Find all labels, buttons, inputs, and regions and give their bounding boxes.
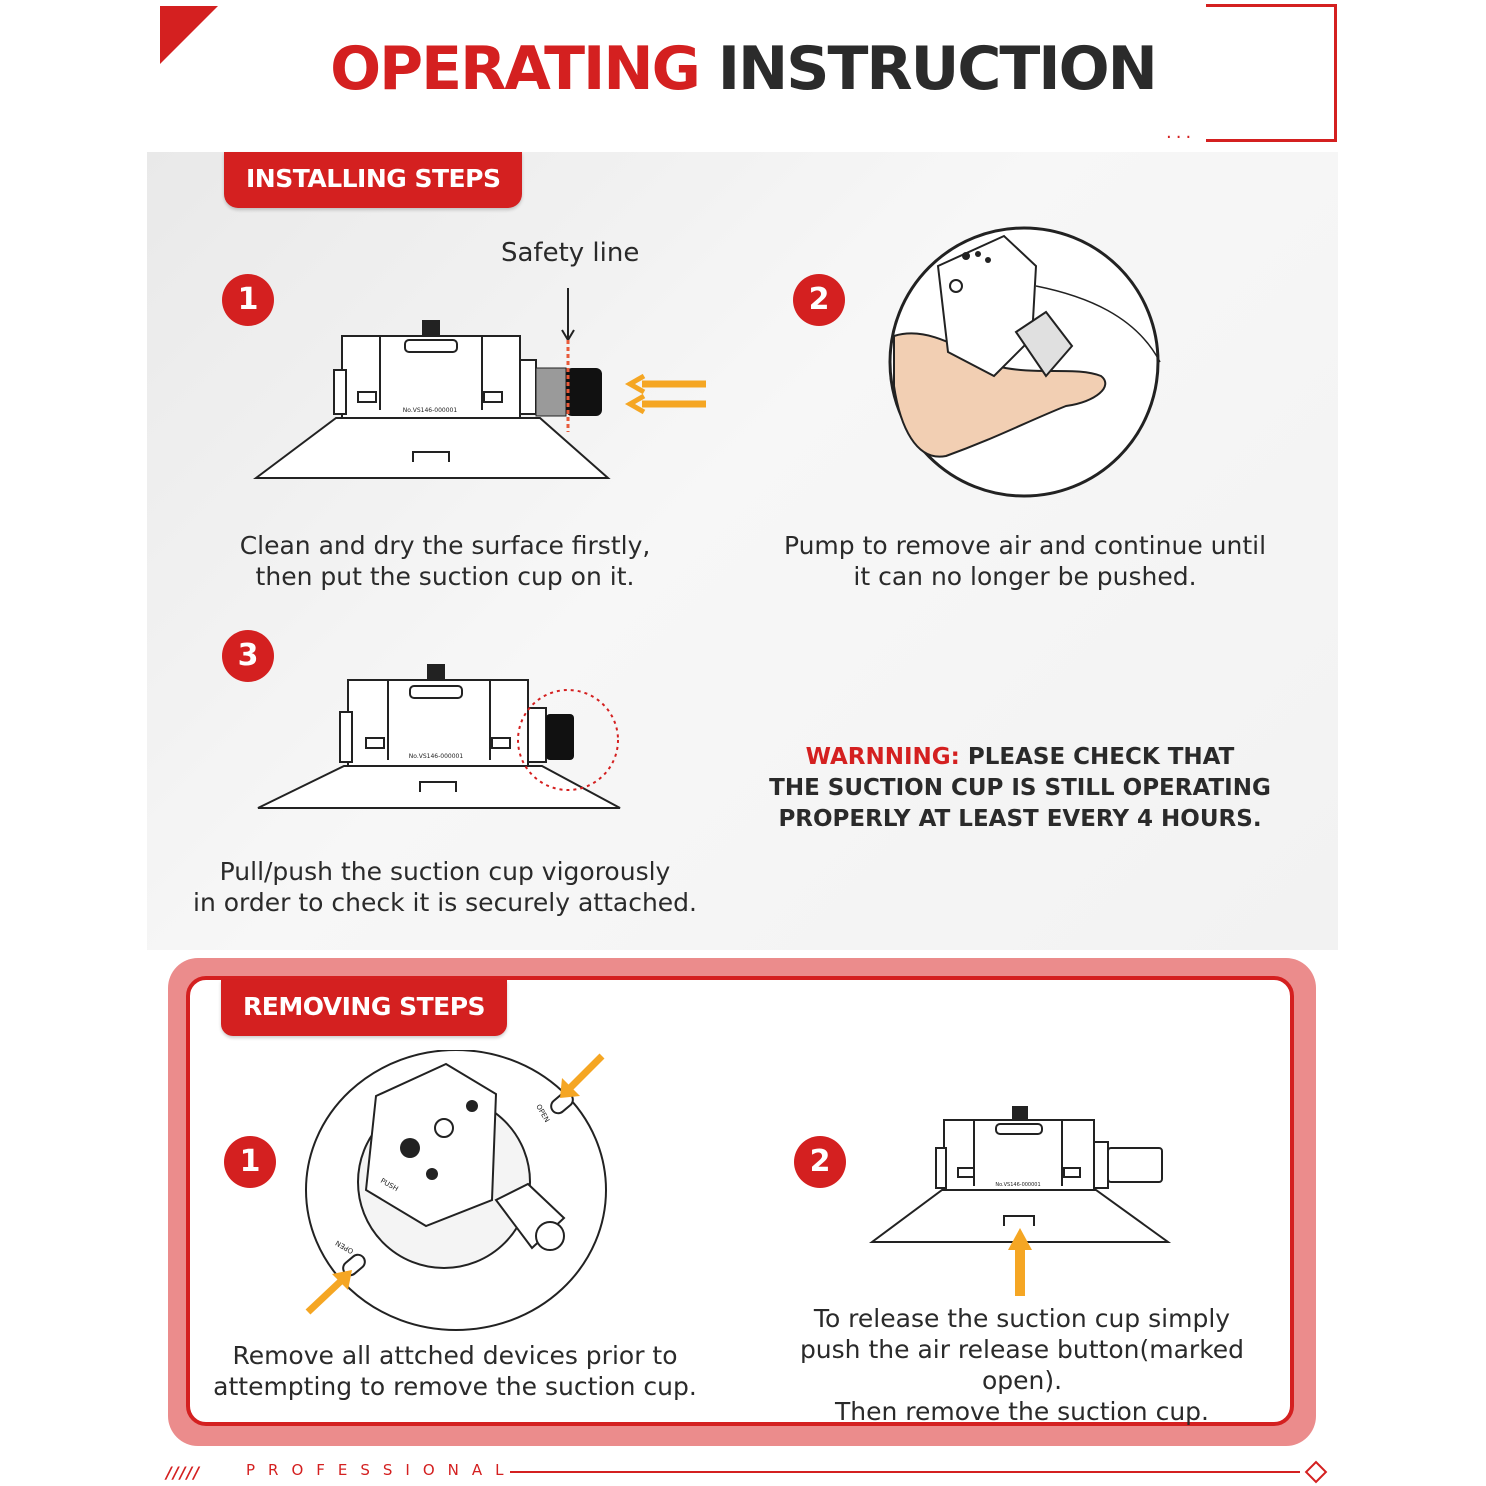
warning-text: WARNNING: PLEASE CHECK THAT THE SUCTION … xyxy=(769,744,1271,832)
plunger-closeup xyxy=(1014,310,1074,378)
device-serial-text: No.VS146-000001 xyxy=(403,407,458,414)
remove-step-2-caption: To release the suction cup simply push t… xyxy=(799,1304,1245,1426)
install-step-1-caption: Clean and dry the surface firstly, then … xyxy=(239,531,651,591)
remove-step-1-illustration: PUSH OPEN OPEN xyxy=(305,1050,607,1331)
top-knob-3 xyxy=(427,664,445,680)
open-arrow-top xyxy=(567,1053,605,1091)
installing-section xyxy=(147,152,1338,950)
remove-step-1-caption: Remove all attched devices prior to atte… xyxy=(213,1341,697,1401)
frame-dots: ... xyxy=(1166,122,1196,143)
install-step-3-illustration: No.VS146-000001 xyxy=(257,664,621,809)
footer-slashes: ///// xyxy=(166,1463,201,1482)
plunger-extended xyxy=(1107,1147,1163,1183)
title-red-part: OPERATING xyxy=(330,34,701,104)
install-step-3-caption: Pull/push the suction cup vigorously in … xyxy=(193,857,697,917)
installing-steps-tab: INSTALLING STEPS xyxy=(224,152,523,208)
corner-triangle-decoration xyxy=(160,6,218,64)
install-step-2-caption: Pump to remove air and continue until it… xyxy=(783,531,1267,591)
pump-body-top xyxy=(364,1062,498,1228)
remove-step-2-illustration: No.VS146-000001 xyxy=(868,1106,1172,1296)
remove-step-2-number: 2 xyxy=(794,1136,846,1188)
install-step-3-number: 3 xyxy=(222,630,274,682)
open-button-outline xyxy=(1003,1215,1035,1226)
warning-label: WARNNING: xyxy=(805,744,960,770)
svg-text:No.VS146-000001: No.VS146-000001 xyxy=(995,1182,1040,1188)
removing-steps-tab: REMOVING STEPS xyxy=(221,980,508,1036)
plunger-gray xyxy=(535,367,567,417)
footer-line xyxy=(510,1471,1300,1473)
footer-diamond-icon xyxy=(1304,1460,1328,1484)
open-arrow-bottom xyxy=(305,1277,345,1315)
plunger-retracted xyxy=(546,714,574,760)
title-frame-decoration xyxy=(1206,4,1337,142)
title-dark-part: INSTRUCTION xyxy=(717,34,1158,104)
install-step-2-number: 2 xyxy=(793,274,845,326)
top-knob xyxy=(422,320,440,336)
suction-base-plate xyxy=(253,417,611,479)
footer-text: PROFESSIONAL xyxy=(246,1461,517,1479)
page-title: OPERATING INSTRUCTION xyxy=(0,34,1486,104)
release-button-outline xyxy=(412,451,450,462)
install-step-1-number: 1 xyxy=(222,274,274,326)
install-step-2-illustration xyxy=(888,226,1161,498)
remove-step-1-number: 1 xyxy=(224,1136,276,1188)
suction-base-plate-3 xyxy=(257,765,621,809)
plunger-black xyxy=(566,368,602,416)
push-arrow-2-head xyxy=(624,393,646,415)
frame-gap xyxy=(1160,128,1206,142)
safety-line-label: Safety line xyxy=(501,238,640,268)
install-step-1-illustration: No.VS146-000001 xyxy=(253,288,706,479)
svg-text:No.VS146-000001: No.VS146-000001 xyxy=(409,753,464,760)
push-arrow-1-head xyxy=(624,373,646,395)
check-highlight-circle xyxy=(517,689,619,791)
